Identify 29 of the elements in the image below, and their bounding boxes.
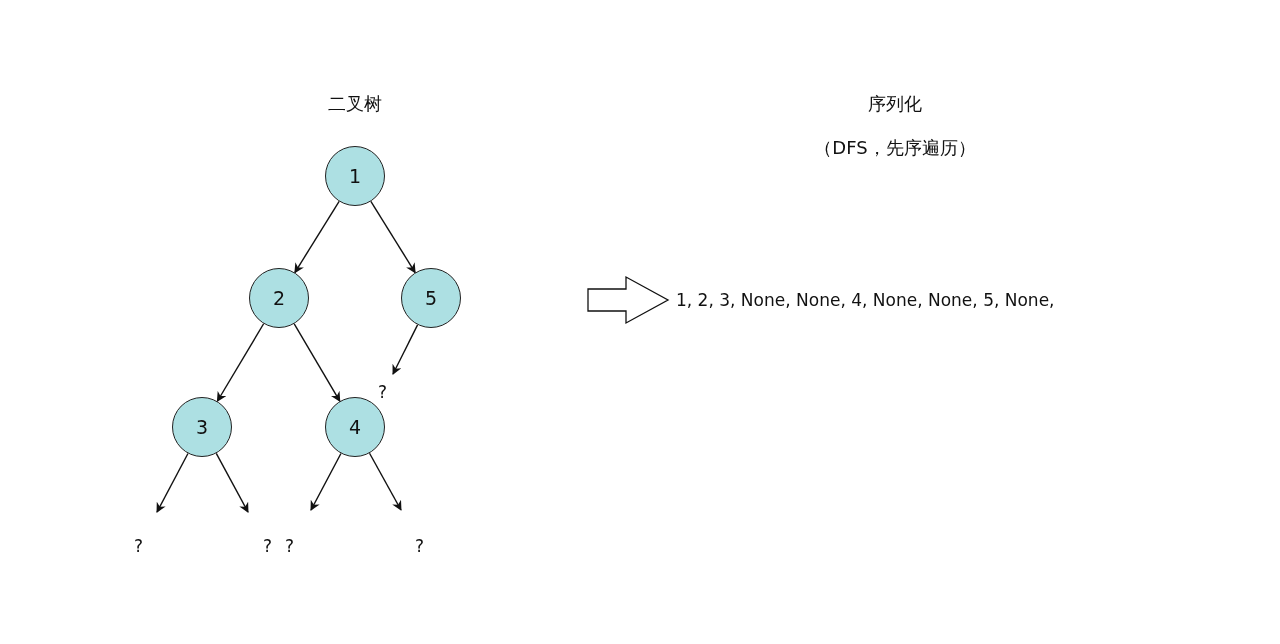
tree-node-circle (172, 397, 232, 457)
arrow (216, 323, 265, 403)
node-value: 4 (348, 416, 362, 438)
arrow (370, 200, 416, 274)
null-child-marker: ? (285, 510, 313, 556)
tree-heading: 二叉树 (328, 92, 382, 116)
null-child-marker: ? (378, 374, 402, 402)
serialized-sequence: 1, 2, 3, None, None, 4, None, None, 5, None, (668, 285, 1055, 315)
node-value: 3 (195, 416, 209, 438)
null-child-marker: ? (398, 510, 424, 556)
tree-node-circle (325, 397, 385, 457)
hollow-block-arrow (587, 275, 670, 325)
node-value: 2 (272, 287, 286, 309)
node-value: 1 (348, 165, 362, 187)
arrow (156, 452, 189, 513)
null-child-marker: ? (134, 512, 159, 556)
arrow (392, 324, 419, 375)
arrow (293, 323, 341, 402)
null-child-marker: ? (246, 512, 272, 556)
tree-node-circle (249, 268, 309, 328)
tree-node-circle (401, 268, 461, 328)
arrow (215, 452, 249, 513)
serialization-heading: 序列化 (868, 92, 922, 116)
arrow (368, 452, 402, 511)
arrow (294, 200, 340, 274)
node-value: 5 (424, 287, 438, 309)
tree-node-circle (325, 146, 385, 206)
arrow (310, 452, 342, 511)
method-note: （DFS，先序遍历） (814, 136, 976, 160)
